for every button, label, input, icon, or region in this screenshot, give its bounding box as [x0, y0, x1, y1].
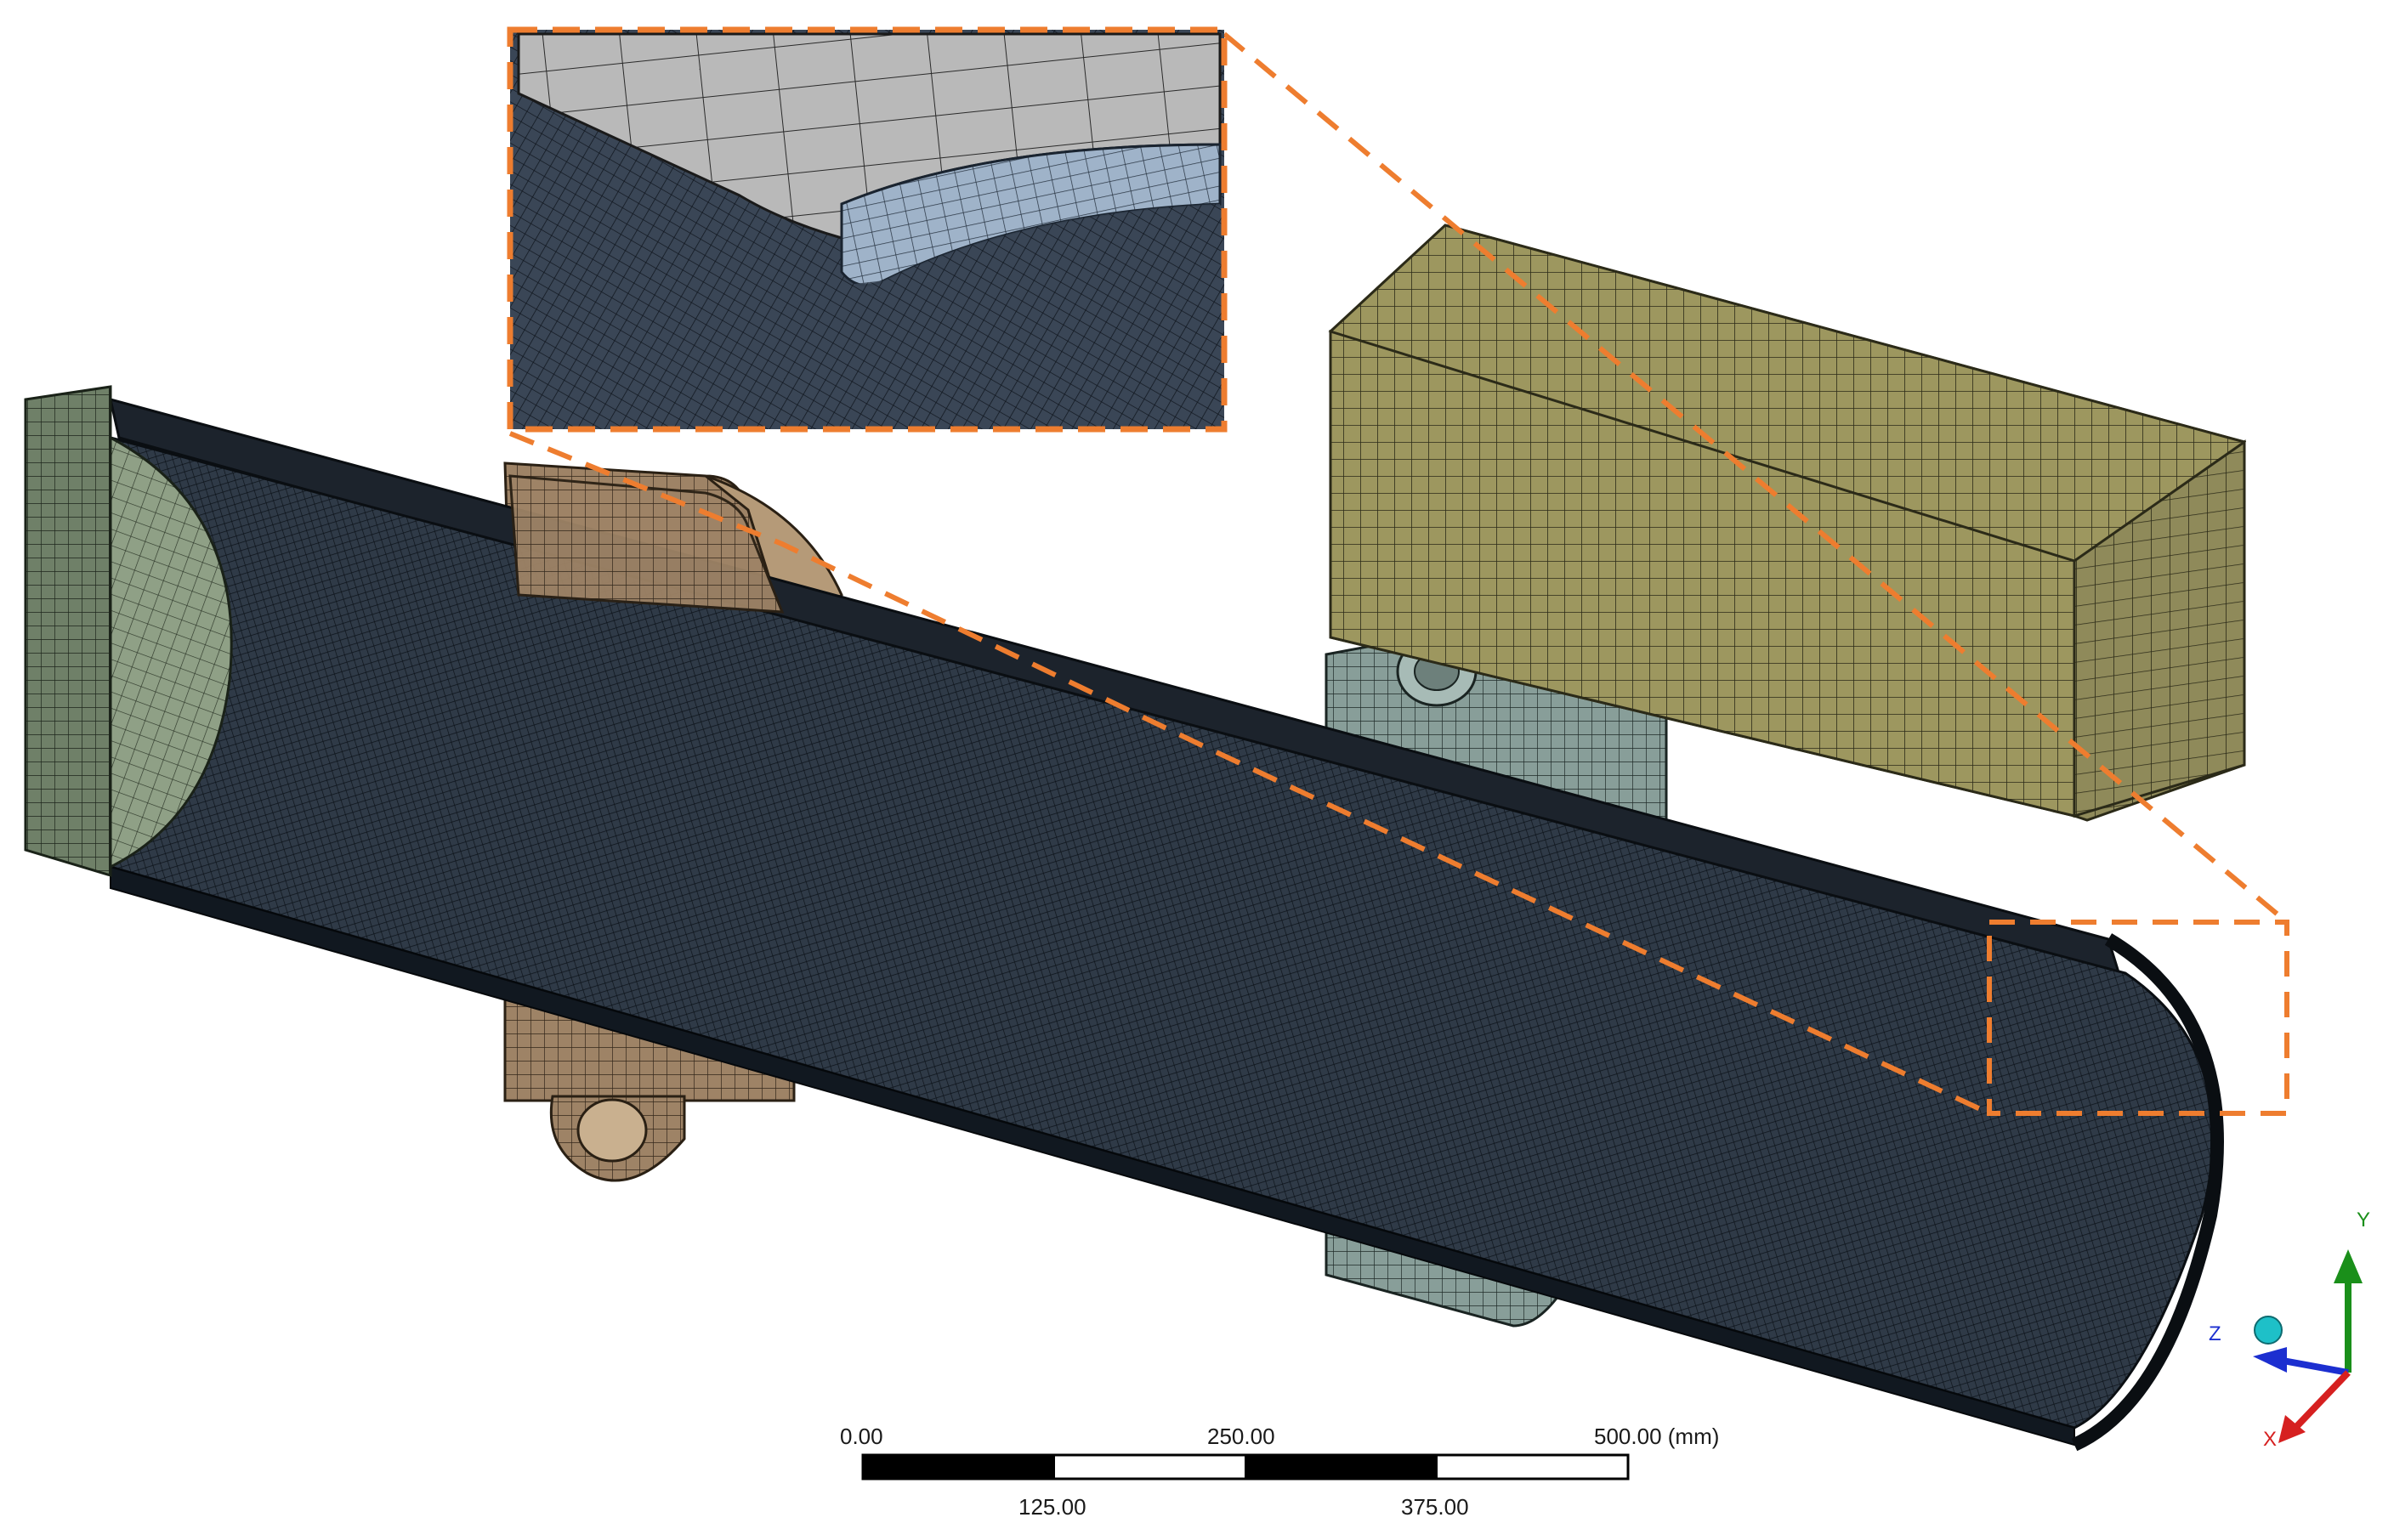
coordinate-triad[interactable] — [2253, 1249, 2363, 1443]
scale-label-250: 250.00 — [1207, 1424, 1275, 1449]
z-axis-icon — [2278, 1356, 2349, 1376]
scale-label-375: 375.00 — [1401, 1494, 1469, 1520]
zoom-source-box — [1987, 920, 2289, 1116]
scale-label-125: 125.00 — [1018, 1494, 1086, 1520]
loading-block[interactable] — [1328, 224, 2247, 822]
triad-z-label: Z — [2209, 1322, 2221, 1345]
scale-label-0: 0.00 — [840, 1424, 883, 1449]
triad-origin-icon — [2254, 1316, 2283, 1345]
scale-bar — [861, 1453, 1630, 1481]
triad-y-label: Y — [2357, 1209, 2371, 1231]
pipe-end-cap[interactable] — [24, 385, 233, 878]
scale-label-500: 500.00 (mm) — [1594, 1424, 1720, 1449]
x-axis-icon — [2293, 1370, 2351, 1430]
zoom-inset-detail[interactable] — [507, 26, 1228, 433]
left-support-clamp — [508, 474, 785, 614]
zoom-leader-lines — [508, 31, 2289, 1116]
triad-x-label: X — [2263, 1428, 2278, 1451]
